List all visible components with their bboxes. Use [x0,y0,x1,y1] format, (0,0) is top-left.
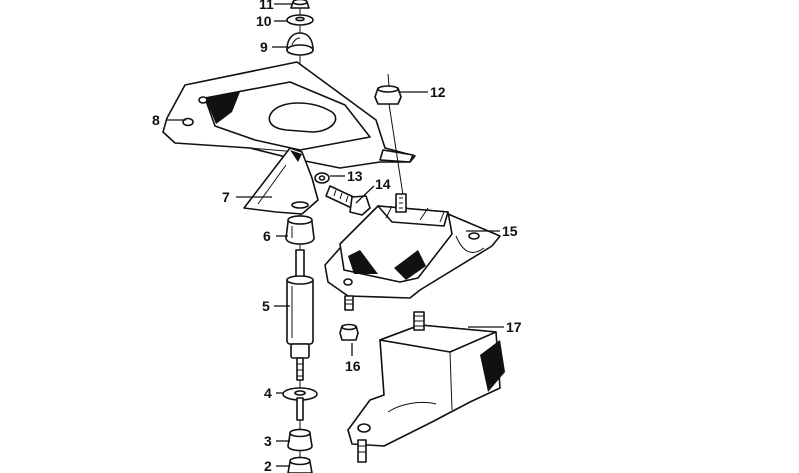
part-16-stud-nut [339,295,359,341]
callout-11: 11 [259,0,274,12]
callout-2: 2 [264,458,272,473]
callout-3: 3 [264,433,272,449]
part-9-rubber-cap [286,32,314,56]
callout-16: 16 [345,358,361,374]
part-6-rubber-bush [285,215,315,245]
part-17-rear-mount [347,311,505,463]
part-4-washer [282,387,318,421]
callout-12: 12 [430,84,446,100]
callout-6: 6 [263,228,271,244]
part-5-shock-sleeve [286,249,314,381]
part-13-washer [314,172,330,184]
part-12-nut [374,73,404,196]
part-2-bush [287,456,313,473]
part-11-nut [290,0,310,9]
leader-lines [166,3,504,467]
callout-14: 14 [375,176,391,192]
part-14-bolt [325,185,371,216]
callout-labels: 11 10 9 8 7 6 5 4 3 2 12 13 14 15 16 17 [152,0,522,473]
part-10-washer [286,14,314,26]
part-8-bracket [162,61,416,169]
callout-4: 4 [264,385,272,401]
callout-10: 10 [256,13,272,29]
callout-8: 8 [152,112,160,128]
callout-17: 17 [506,319,522,335]
callout-9: 9 [260,39,268,55]
callout-13: 13 [347,168,363,184]
callout-7: 7 [222,189,230,205]
part-15-engine-mount [324,193,501,299]
callout-15: 15 [502,223,518,239]
callout-5: 5 [262,298,270,314]
part-3-bush [287,428,313,452]
